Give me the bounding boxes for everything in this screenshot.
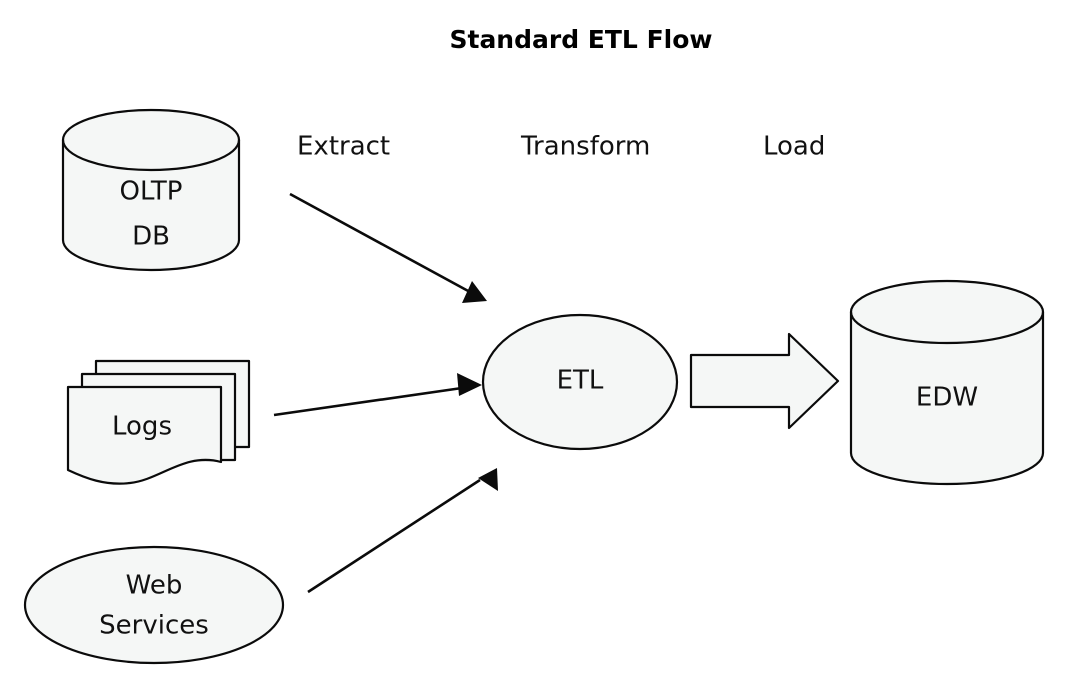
connector-oltp-to-etl xyxy=(289,192,487,303)
connector-web-to-etl xyxy=(307,468,498,594)
connector-logs-to-etl xyxy=(273,373,482,417)
oltp-to-etl-line xyxy=(289,192,471,294)
edw-cylinder-body xyxy=(849,279,1045,486)
node-web-services[interactable]: Web Services xyxy=(23,545,285,665)
etl-label: ETL xyxy=(557,366,604,396)
edw-label: EDW xyxy=(916,383,978,413)
oltp-db-label-line1: OLTP xyxy=(120,177,183,207)
web-services-label-line1: Web xyxy=(126,571,183,601)
connector-etl-to-edw xyxy=(689,332,840,430)
edw-cylinder-top-arc xyxy=(849,310,1045,345)
stage-label-extract: Extract xyxy=(297,132,390,162)
node-logs[interactable]: Logs xyxy=(66,359,251,485)
web-services-ellipse xyxy=(23,545,285,665)
web-services-label-line2: Services xyxy=(99,611,209,641)
logs-to-etl-arrowhead xyxy=(457,373,482,396)
page-title: Standard ETL Flow xyxy=(449,25,712,54)
node-etl[interactable]: ETL xyxy=(481,313,679,451)
oltp-db-cylinder-body xyxy=(61,108,241,272)
logs-label: Logs xyxy=(112,412,172,442)
node-oltp-db[interactable]: OLTP DB xyxy=(61,108,241,272)
oltp-to-etl-arrowhead xyxy=(462,281,487,303)
oltp-db-label-line2: DB xyxy=(132,222,170,252)
web-to-etl-arrowhead xyxy=(478,468,498,491)
oltp-db-cylinder-top-arc xyxy=(61,138,241,172)
etl-ellipse xyxy=(481,313,679,451)
etl-to-edw-block-arrow xyxy=(689,332,840,430)
stage-label-load: Load xyxy=(763,132,825,162)
web-to-etl-line xyxy=(307,478,481,594)
node-edw[interactable]: EDW xyxy=(849,279,1045,486)
stage-label-transform: Transform xyxy=(520,132,650,162)
logs-to-etl-line xyxy=(273,386,463,417)
logs-sheet-front xyxy=(66,385,223,485)
